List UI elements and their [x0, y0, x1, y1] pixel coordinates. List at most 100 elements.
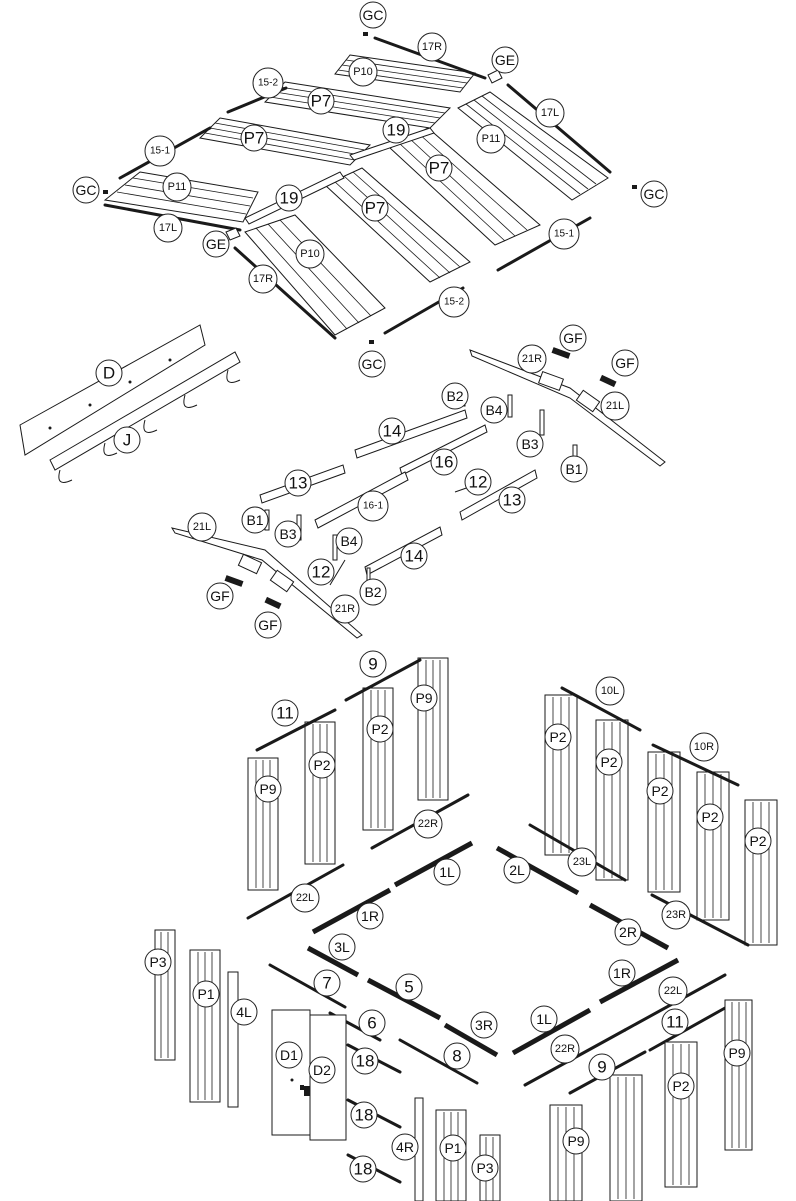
- callout-circle: [153, 213, 183, 243]
- callout-circle: [417, 32, 447, 62]
- callout-circle: [144, 948, 172, 976]
- callout-circle: [471, 1154, 499, 1182]
- callout-text: 4R: [396, 1139, 414, 1155]
- callout-text: P9: [259, 781, 276, 797]
- callout-P9-d: P9: [562, 1127, 590, 1155]
- callout-18-c: 18: [349, 1155, 377, 1183]
- callout-circle: [187, 512, 217, 542]
- floor-1l-b: [511, 1007, 592, 1056]
- callout-18-b: 18: [350, 1101, 378, 1129]
- callout-circle: [567, 847, 597, 877]
- callout-circle: [470, 1011, 498, 1039]
- callout-text: P3: [476, 1160, 493, 1176]
- callout-D: D: [95, 359, 123, 387]
- callout-text: GC: [76, 182, 97, 198]
- callout-text: P7: [365, 199, 386, 218]
- callout-5: 5: [395, 973, 423, 1001]
- callout-text: 4L: [236, 1004, 252, 1020]
- callout-12-a: 12: [464, 468, 492, 496]
- callout-P2-e: P2: [646, 777, 674, 805]
- wall-panel-p2-d: [595, 719, 629, 881]
- callout-circle: [661, 900, 691, 930]
- callout-17L-left: 17L: [153, 213, 183, 243]
- rail-11-bottom: [648, 1006, 727, 1052]
- callout-circle: [240, 124, 268, 152]
- callout-circle: [144, 135, 176, 167]
- callout-21R-b: 21R: [330, 594, 360, 624]
- part-d-panel: [19, 324, 206, 456]
- callout-circle: [275, 184, 303, 212]
- part-j-rail: [49, 351, 241, 483]
- callout-P2-a: P2: [366, 715, 394, 743]
- callout-text: 5: [404, 978, 413, 997]
- callout-text: 15-1: [150, 146, 170, 157]
- callout-text: 23R: [666, 909, 686, 921]
- callout-text: B1: [565, 461, 582, 477]
- wall-panel-p2-h: [609, 1074, 643, 1201]
- callout-circle: [348, 57, 378, 87]
- callout-circle: [661, 1008, 689, 1036]
- callout-text: 10R: [694, 741, 714, 753]
- callout-text: 23L: [573, 856, 591, 868]
- callout-circle: [95, 359, 123, 387]
- callout-P1-a: P1: [192, 980, 220, 1008]
- callout-text: 1R: [361, 908, 379, 924]
- callout-P3-b: P3: [471, 1154, 499, 1182]
- rail-11-top: [255, 708, 337, 752]
- wall-panel-p2-g: [744, 799, 778, 946]
- callout-text: B2: [364, 584, 381, 600]
- callout-circle: [433, 858, 461, 886]
- callout-text: 2L: [509, 862, 525, 878]
- vent-gf-d: [264, 596, 282, 610]
- callout-GC-right: GC: [640, 180, 668, 208]
- callout-text: GC: [363, 7, 384, 23]
- callout-circle: [544, 723, 572, 751]
- vent-gf-c: [224, 575, 244, 587]
- callout-circle: [441, 382, 469, 410]
- callout-text: J: [123, 431, 132, 450]
- callout-B2-a: B2: [441, 382, 469, 410]
- callout-15-1-right: 15-1: [548, 218, 580, 250]
- callout-text: D2: [313, 1062, 331, 1078]
- callout-circle: [491, 46, 519, 74]
- callout-circle: [614, 918, 642, 946]
- callout-circle: [480, 396, 508, 424]
- callout-text: 17L: [541, 107, 559, 119]
- callout-circle: [274, 520, 302, 548]
- callout-text: GE: [206, 236, 226, 252]
- callout-P11-right: P11: [476, 124, 506, 154]
- callout-text: 12: [469, 473, 488, 492]
- callout-B4-b: B4: [335, 527, 363, 555]
- callout-circle: [366, 715, 394, 743]
- callout-circle: [275, 1041, 303, 1069]
- callout-13-a: 13: [284, 469, 312, 497]
- callout-10L: 10L: [595, 676, 625, 706]
- wall-assembly: [154, 657, 778, 1201]
- callout-D2: D2: [308, 1056, 336, 1084]
- callout-circle: [359, 1, 387, 29]
- callout-circle: [439, 1134, 467, 1162]
- callout-text: 13: [503, 491, 522, 510]
- callout-21L-a: 21L: [600, 391, 630, 421]
- callout-text: 21R: [522, 353, 542, 365]
- callout-text: 1L: [439, 864, 455, 880]
- callout-text: P7: [429, 159, 450, 178]
- callout-text: 3R: [475, 1017, 493, 1033]
- callout-B1-b: B1: [241, 506, 269, 534]
- callout-3L: 3L: [328, 933, 356, 961]
- callout-text: GF: [258, 617, 277, 633]
- wall-panel-p9-b: [417, 657, 449, 801]
- callout-circle: [744, 827, 772, 855]
- callout-P3-a: P3: [144, 948, 172, 976]
- callout-text: P2: [600, 754, 617, 770]
- callout-circle: [308, 751, 336, 779]
- trim-17l-right: [506, 83, 612, 174]
- wall-panel-p2-f: [696, 771, 730, 921]
- callout-circle: [400, 542, 428, 570]
- callout-circle: [464, 468, 492, 496]
- callout-circle: [611, 349, 639, 377]
- callout-circle: [559, 324, 587, 352]
- callout-9-bottom: 9: [588, 1053, 616, 1081]
- callout-circle: [192, 980, 220, 1008]
- callout-circle: [271, 699, 299, 727]
